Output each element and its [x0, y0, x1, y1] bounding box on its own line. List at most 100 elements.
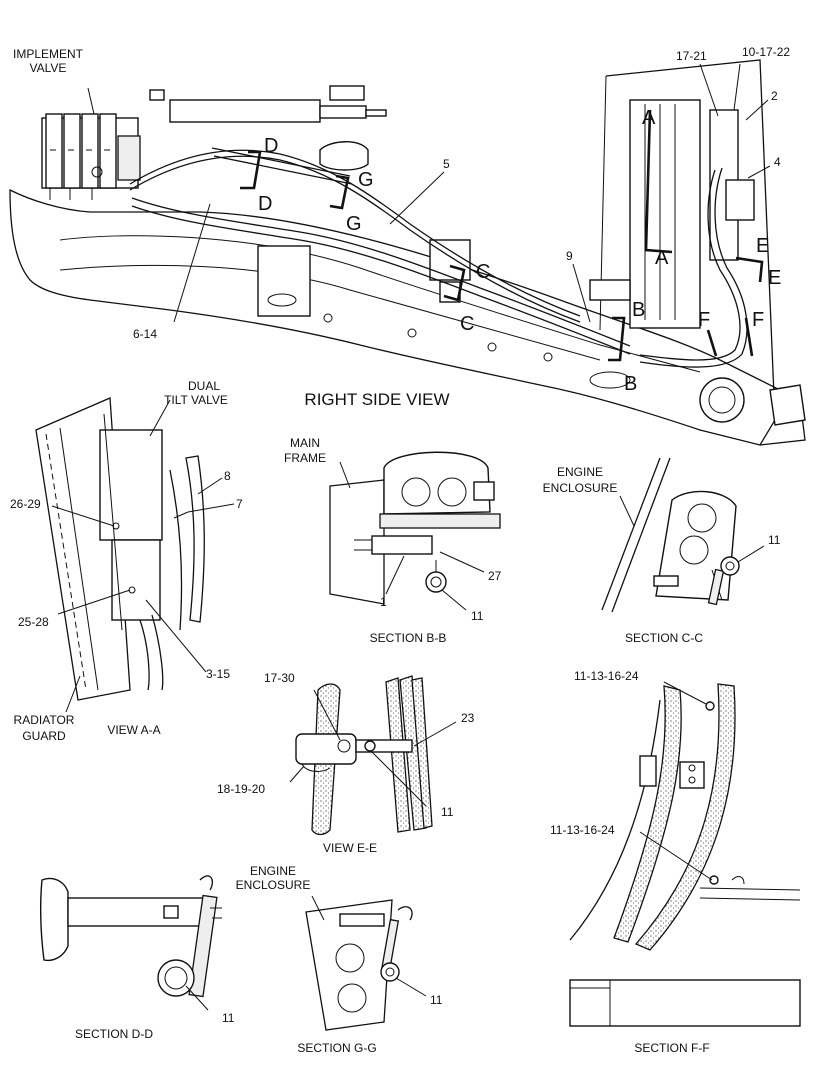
section-letter-c-bottom: C — [460, 313, 474, 335]
leader-2 — [745, 99, 769, 121]
clip-11-b — [425, 571, 447, 593]
small-bracket — [149, 89, 165, 101]
frame-lines-f — [699, 887, 801, 901]
callout-5: 5 — [443, 157, 450, 171]
callout-6-14: 6-14 — [133, 327, 157, 341]
hose-bore-1 — [401, 477, 431, 507]
label-main: MAIN — [290, 436, 320, 450]
section-letter-g-bottom: G — [346, 213, 362, 235]
section-c-c: ENGINE ENCLOSURE 11 SECTION C-C — [543, 457, 781, 645]
clamp-f — [679, 761, 705, 789]
leader-1 — [385, 555, 405, 595]
hose-loop — [639, 169, 741, 361]
bolt — [543, 352, 553, 362]
section-d-d: 11 SECTION D-D — [39, 875, 235, 1041]
clip-11-c — [720, 556, 740, 576]
hose-8 — [185, 455, 205, 623]
frame-bump-f — [731, 876, 745, 885]
leader-engine-enclosure-c — [619, 495, 635, 527]
callout-11-d: 11 — [222, 1011, 235, 1025]
leader-11-d — [185, 985, 209, 1011]
cut-line-g — [329, 174, 350, 210]
radiator-fins — [644, 104, 676, 320]
callout-3-15: 3-15 — [206, 667, 230, 681]
implement-valve — [41, 113, 141, 200]
clip-f-bottom — [709, 875, 719, 885]
leader-11-g — [395, 977, 427, 997]
leader-3-15 — [145, 599, 207, 673]
section-letter-g-top: G — [358, 169, 374, 191]
callout-10-17-22: 10-17-22 — [742, 45, 790, 59]
leader-11-b — [441, 589, 467, 611]
hole-g-2 — [337, 983, 367, 1013]
frame-hole — [267, 293, 297, 307]
tube-line-top — [211, 147, 351, 177]
clip-11-d — [157, 959, 195, 997]
hole-c-1 — [687, 503, 717, 533]
callout-27: 27 — [488, 569, 502, 583]
enclosure-edge-c — [601, 457, 661, 611]
bracket-7 — [173, 511, 189, 519]
callout-11-e: 11 — [441, 805, 454, 819]
label-dual: DUAL — [188, 379, 220, 393]
callout-11-13-16-24-bottom: 11-13-16-24 — [550, 823, 615, 837]
leader-17-21 — [699, 63, 719, 117]
main-frame-outline — [9, 188, 806, 446]
hose-bore-2 — [437, 477, 467, 507]
view-a-a: DUAL TILT VALVE 8 7 26-29 25-28 3-15 RAD… — [10, 379, 243, 743]
clamp-e — [295, 733, 357, 765]
clamp-bolt-f-2 — [688, 776, 696, 784]
clip-11-d-inner — [164, 966, 188, 990]
cut-line-e — [735, 256, 764, 283]
caption-section-d-d: SECTION D-D — [75, 1027, 153, 1041]
clip-11-b-inner — [430, 576, 442, 588]
hose-f-left — [613, 685, 682, 943]
cylinder-end — [365, 109, 387, 117]
callout-11-b: 11 — [471, 609, 484, 623]
callout-25-28: 25-28 — [18, 615, 49, 629]
leader-7 — [187, 503, 235, 513]
frame-rail-detail — [570, 980, 611, 1026]
guard-dash-line — [45, 433, 87, 691]
section-letter-f-right: F — [752, 309, 764, 331]
mount-plate-b — [379, 513, 501, 529]
clamp-bolt-e — [337, 739, 351, 753]
section-letter-c-top: C — [476, 261, 490, 283]
frame-inner-line — [59, 235, 701, 373]
bracket-end-d — [39, 877, 69, 962]
leader-radiator-guard — [65, 675, 81, 713]
tilt-cylinder — [169, 99, 321, 123]
cylinder-bracket — [329, 85, 365, 101]
clip-hook-d — [199, 875, 214, 891]
callout-1: 1 — [380, 595, 387, 609]
leader-26-29 — [51, 505, 115, 527]
pivot-hub-inner — [708, 386, 736, 414]
section-letter-b-bottom: B — [624, 373, 637, 395]
leader-18-19-20 — [289, 765, 305, 783]
leader-4 — [747, 165, 771, 179]
guard-edge-f — [569, 699, 661, 941]
label-implement-valve-1: IMPLEMENT — [13, 47, 84, 61]
caption-section-c-c: SECTION C-C — [625, 631, 703, 645]
leader-11-13-16-24-top — [663, 681, 707, 705]
leader-17-30 — [313, 689, 341, 741]
label-frame: FRAME — [284, 451, 326, 465]
clip-teeth-d — [210, 907, 222, 919]
arm-d — [67, 897, 211, 927]
mount-plate-f — [639, 755, 657, 787]
main-frame-plate-b — [329, 479, 385, 605]
leader-8 — [197, 477, 223, 495]
hole-g-1 — [335, 943, 365, 973]
section-letter-f-left: F — [698, 309, 710, 331]
frame-plate — [257, 245, 311, 317]
caption-section-g-g: SECTION G-G — [297, 1041, 376, 1055]
view-e-e: 17-30 23 18-19-20 11 VIEW E-E — [217, 671, 475, 855]
bracket-b — [589, 279, 631, 301]
tab-c — [653, 575, 679, 587]
enclosure-edge-c-2 — [611, 457, 671, 613]
clip-11-e — [364, 740, 376, 752]
label-tilt-valve: TILT VALVE — [164, 393, 228, 407]
clip-strap-d — [188, 894, 218, 998]
enclosure-panel-g — [305, 899, 393, 1031]
hose-line-5 — [129, 155, 581, 323]
